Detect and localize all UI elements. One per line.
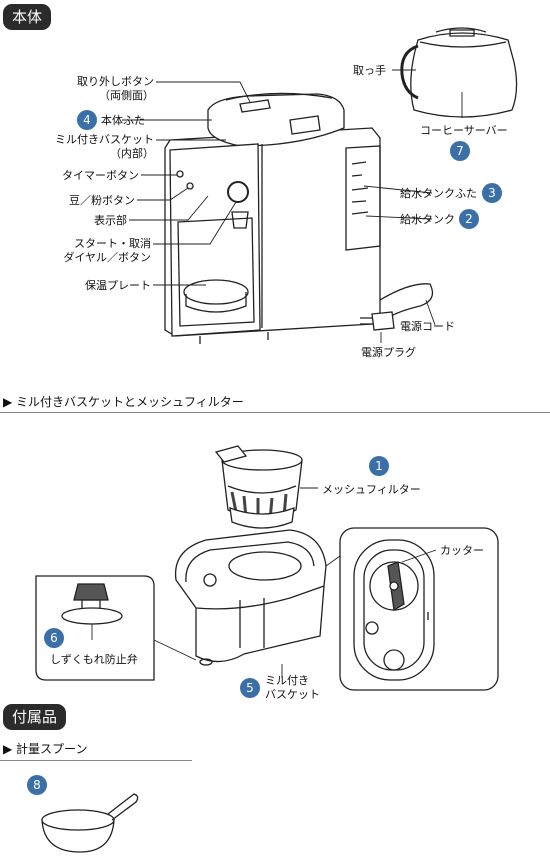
section-divider <box>0 412 550 413</box>
badge-3: 3 <box>482 183 502 203</box>
coffee-server-drawing <box>400 27 518 118</box>
label-timer-button: タイマーボタン <box>62 169 139 182</box>
label-water-tank: 給水タンク <box>400 213 455 226</box>
badge-4: 4 <box>77 110 97 130</box>
spoon-divider <box>0 760 192 761</box>
mill-basket-drawing <box>174 529 327 678</box>
mesh-filter-drawing <box>214 445 318 529</box>
section-main-unit: 本体 <box>3 4 52 30</box>
power-cord-drawing <box>360 283 434 331</box>
badge-7: 7 <box>450 141 470 161</box>
label-mill-basket: ミル付きバスケット <box>55 133 154 146</box>
label-drip-valve: しずくもれ防止弁 <box>50 653 138 666</box>
label-release-button: 取り外しボタン <box>77 75 154 88</box>
label-display: 表示部 <box>94 214 127 227</box>
badge-5: 5 <box>240 678 260 698</box>
label-water-tank-lid: 給水タンクふた <box>400 187 477 200</box>
label-start-cancel-1: スタート・取消 <box>74 237 151 250</box>
label-mesh-filter: メッシュフィルター <box>322 483 421 496</box>
label-cutter: カッター <box>440 544 484 557</box>
label-body-lid: 本体ふた <box>101 114 145 127</box>
label-warming-plate: 保温プレート <box>85 279 151 292</box>
cutter-inset-drawing <box>325 527 499 691</box>
section-accessories: 付属品 <box>3 704 67 730</box>
label-start-cancel-2: ダイヤル／ボタン <box>63 251 151 264</box>
label-release-button-sub: （両側面） <box>99 89 154 102</box>
label-mill-basket-sub: （内部） <box>110 147 154 160</box>
coffee-maker-drawing <box>164 92 381 344</box>
badge-2: 2 <box>459 209 479 229</box>
drip-valve-inset-drawing <box>35 575 197 681</box>
measuring-spoon-drawing <box>41 793 139 853</box>
label-power-plug: 電源プラグ <box>361 346 416 359</box>
label-handle: 取っ手 <box>353 64 386 77</box>
label-coffee-server: コーヒーサーバー <box>420 124 508 137</box>
section-measuring-spoon-heading: ▶ 計量スプーン <box>3 742 88 756</box>
badge-8: 8 <box>27 775 47 795</box>
label-bean-powder-button: 豆／粉ボタン <box>69 194 135 207</box>
label-power-cord: 電源コード <box>400 320 455 333</box>
section-mill-basket-heading: ▶ ミル付きバスケットとメッシュフィルター <box>3 395 244 409</box>
badge-1: 1 <box>369 456 389 476</box>
badge-6: 6 <box>44 628 64 648</box>
label-mill-basket-1: ミル付き <box>265 674 309 687</box>
label-mill-basket-2: バスケット <box>265 688 320 701</box>
